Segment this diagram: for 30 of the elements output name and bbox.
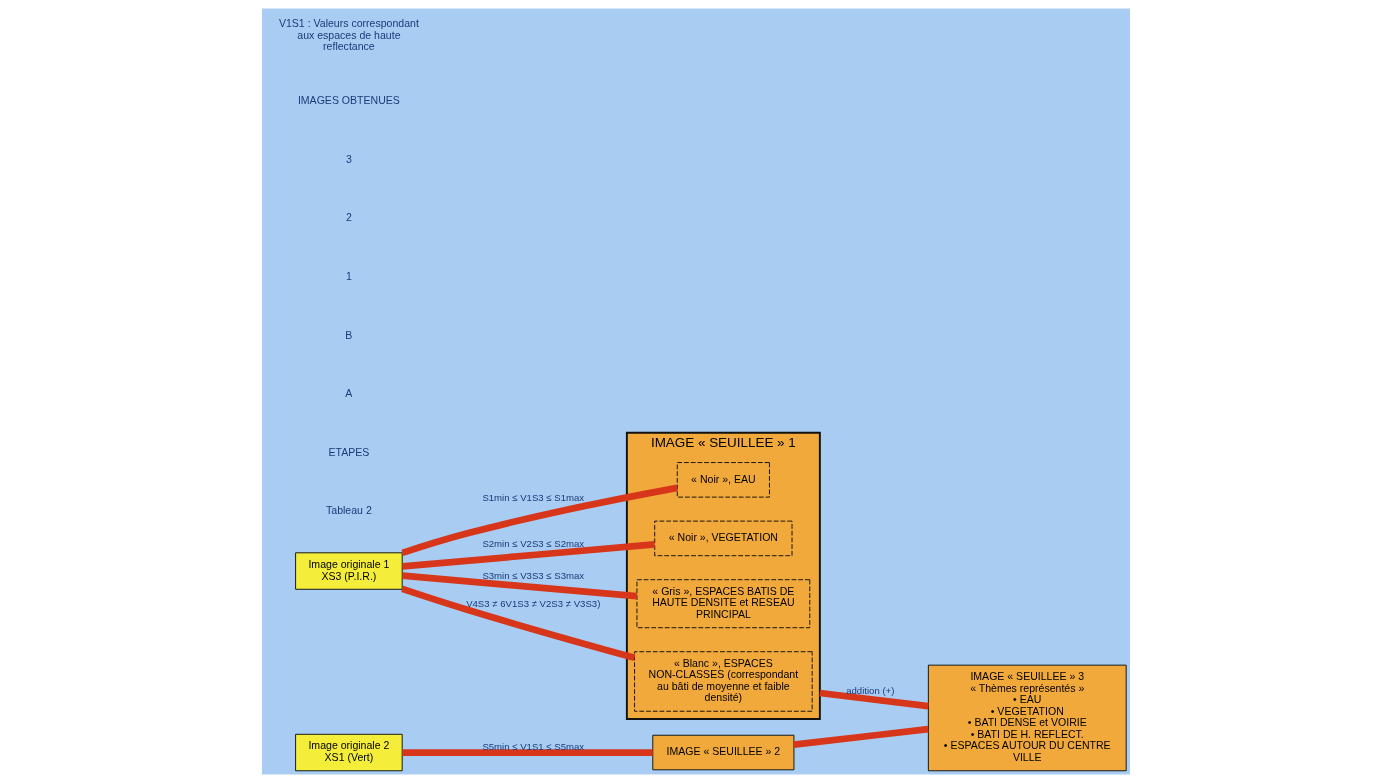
connector bbox=[818, 689, 929, 710]
edge-label: S5min ≤ V1S1 ≤ S5max bbox=[481, 740, 584, 752]
edge-label: addition (+) bbox=[845, 684, 894, 696]
label: B bbox=[344, 328, 352, 341]
label: ETAPES bbox=[327, 445, 369, 458]
label: 2 bbox=[345, 211, 352, 224]
node-box: IMAGE « SEUILLEE » 2 bbox=[651, 734, 794, 771]
node-box: « Blanc », ESPACES NON-CLASSES (correspondant au bâti de moyenne et faible densité) bbox=[633, 651, 813, 712]
label: 1 bbox=[345, 269, 352, 282]
label: Tableau 2 bbox=[325, 504, 372, 517]
edge-label: S1min ≤ V1S3 ≤ S1max bbox=[481, 491, 584, 503]
connector bbox=[400, 585, 635, 661]
node-box: Image originale 2 XS1 (Vert) bbox=[294, 733, 403, 772]
edge-label: V4S3 ≠ 6V1S3 ≠ V2S3 ≠ V3S3) bbox=[465, 597, 600, 609]
connector bbox=[401, 572, 637, 600]
node-box: « Noir », EAU bbox=[676, 462, 770, 498]
node-box: IMAGE « SEUILLEE » 3 « Thèmes représentés » • EAU • VEGETATION • BATI DENSE et VOIRIE • BATI DE H. REFLECT. • ESPACES AUTOUR DU CENTRE VILLE bbox=[927, 664, 1127, 772]
connector bbox=[401, 541, 655, 570]
connector bbox=[400, 484, 678, 557]
edge-label: S2min ≤ V2S3 ≤ S2max bbox=[481, 538, 584, 550]
edge-label: S3min ≤ V3S3 ≤ S3max bbox=[481, 569, 584, 581]
node-box: Image originale 1 XS3 (P.I.R.) bbox=[294, 552, 403, 590]
connector bbox=[401, 749, 653, 756]
label: A bbox=[344, 387, 352, 400]
node-box: « Gris », ESPACES BATIS DE HAUTE DENSITE et RESEAU PRINCIPAL bbox=[635, 579, 810, 629]
label: 3 bbox=[345, 152, 352, 165]
node-box: « Noir », VEGETATION bbox=[653, 520, 792, 557]
label: IMAGES OBTENUES bbox=[297, 94, 400, 107]
connector bbox=[793, 725, 928, 748]
label: V1S1 : Valeurs correspondant aux espaces de haute reflectance bbox=[278, 17, 419, 53]
